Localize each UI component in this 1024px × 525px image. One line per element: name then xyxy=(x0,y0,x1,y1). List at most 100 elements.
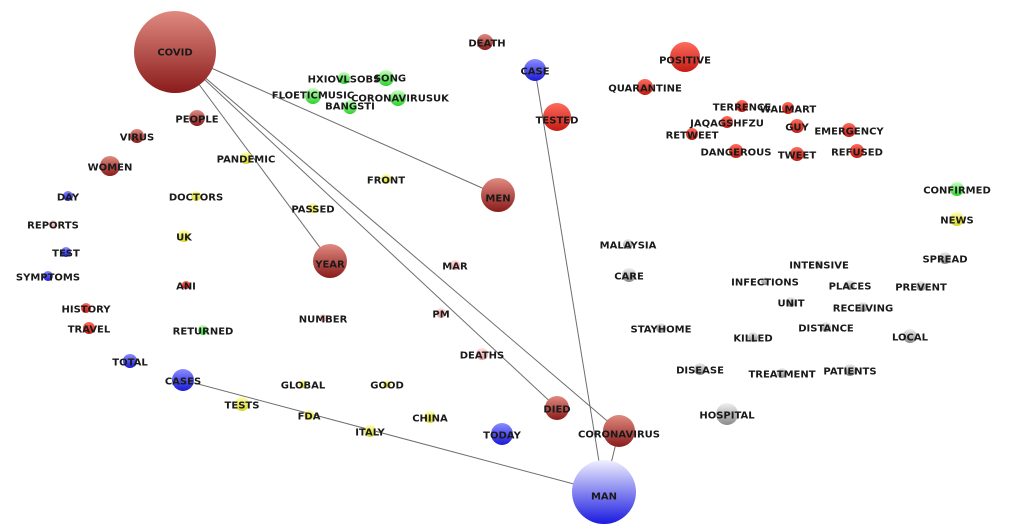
node-bangsti-label: BANGSTI xyxy=(325,102,375,113)
node-man-circle xyxy=(572,460,636,524)
node-passed-label: PASSED xyxy=(291,205,334,216)
node-global[interactable]: GLOBAL xyxy=(281,380,326,392)
node-test-label: TEST xyxy=(52,249,80,260)
node-deaths[interactable]: DEATHS xyxy=(460,348,505,362)
node-returned-circle xyxy=(198,325,208,335)
node-hxiovlsobs[interactable]: HXIOVLSOBS xyxy=(308,72,381,86)
node-returned[interactable]: RETURNED xyxy=(173,325,234,338)
node-travel[interactable]: TRAVEL xyxy=(68,322,111,336)
node-men-label: MEN xyxy=(485,194,510,205)
node-emergency[interactable]: EMERGENCY xyxy=(814,123,884,138)
node-stayhome-circle xyxy=(656,323,666,333)
node-positive[interactable]: POSITIVE xyxy=(659,42,711,72)
node-tested[interactable]: TESTED xyxy=(536,103,579,131)
node-news[interactable]: NEWS xyxy=(940,212,974,227)
node-covid[interactable]: COVID xyxy=(134,11,216,93)
node-infections-label: INFECTIONS xyxy=(731,278,799,289)
node-malaysia-label: MALAYSIA xyxy=(600,241,657,252)
node-treatment[interactable]: TREATMENT xyxy=(748,368,816,381)
node-pandemic-circle xyxy=(240,152,252,164)
node-walmart-label: WALMART xyxy=(760,105,817,116)
node-pandemic[interactable]: PANDEMIC xyxy=(217,152,276,166)
node-song-circle xyxy=(378,70,394,86)
node-jaqagshfzu[interactable]: JAQAGSHFZU xyxy=(689,116,764,130)
node-care[interactable]: CARE xyxy=(614,268,644,283)
node-killed-label: KILLED xyxy=(733,334,772,345)
node-malaysia[interactable]: MALAYSIA xyxy=(600,239,657,252)
node-good[interactable]: GOOD xyxy=(370,380,404,392)
node-man[interactable]: MAN xyxy=(572,460,636,524)
node-tweet[interactable]: TWEET xyxy=(778,147,817,162)
node-intensive-circle xyxy=(815,260,823,268)
node-today[interactable]: TODAY xyxy=(483,423,522,445)
node-case[interactable]: CASE xyxy=(520,59,550,81)
node-reports[interactable]: REPORTS xyxy=(27,220,79,232)
node-pm[interactable]: PM xyxy=(432,308,450,321)
node-disease[interactable]: DISEASE xyxy=(676,363,724,377)
node-distance[interactable]: DISTANCE xyxy=(798,322,854,335)
node-local[interactable]: LOCAL xyxy=(892,329,929,344)
node-walmart[interactable]: WALMART xyxy=(760,102,817,116)
node-symptoms-circle xyxy=(43,271,53,281)
node-mar[interactable]: MAR xyxy=(442,260,468,273)
node-virus[interactable]: VIRUS xyxy=(120,129,154,144)
node-hospital[interactable]: HOSPITAL xyxy=(699,403,755,425)
node-confirmed[interactable]: CONFIRMED xyxy=(923,182,991,197)
node-mar-circle xyxy=(450,260,460,270)
node-today-circle xyxy=(491,423,513,445)
node-intensive[interactable]: INTENSIVE xyxy=(789,260,849,272)
node-total[interactable]: TOTAL xyxy=(112,354,148,369)
node-receiving[interactable]: RECEIVING xyxy=(833,302,893,315)
node-refused[interactable]: REFUSED xyxy=(831,144,883,159)
node-died[interactable]: DIED xyxy=(543,396,571,420)
node-retweet[interactable]: RETWEET xyxy=(666,128,719,142)
node-spread[interactable]: SPREAD xyxy=(922,252,968,266)
node-test[interactable]: TEST xyxy=(52,247,80,260)
node-people[interactable]: PEOPLE xyxy=(175,110,219,126)
node-coronavirus[interactable]: CORONAVIRUS xyxy=(578,415,660,447)
node-men[interactable]: MEN xyxy=(481,178,515,212)
node-uk[interactable]: UK xyxy=(176,230,193,244)
node-ani[interactable]: ANI xyxy=(176,281,196,293)
node-year[interactable]: YEAR xyxy=(313,244,347,278)
node-retweet-label: RETWEET xyxy=(666,131,719,142)
node-places[interactable]: PLACES xyxy=(829,280,872,293)
node-walmart-circle xyxy=(782,102,794,114)
node-day[interactable]: DAY xyxy=(57,191,80,204)
node-infections[interactable]: INFECTIONS xyxy=(731,277,799,289)
node-retweet-circle xyxy=(686,128,698,140)
node-cases[interactable]: CASES xyxy=(165,369,201,391)
node-doctors[interactable]: DOCTORS xyxy=(169,191,223,204)
node-song[interactable]: SONG xyxy=(374,70,406,86)
node-floeticmusic[interactable]: FLOETICMUSIC xyxy=(272,88,354,104)
node-passed[interactable]: PASSED xyxy=(291,203,335,216)
node-places-label: PLACES xyxy=(829,282,872,293)
node-year-label: YEAR xyxy=(314,260,345,271)
node-killed[interactable]: KILLED xyxy=(733,332,773,345)
node-killed-circle xyxy=(748,332,758,342)
node-quarantine[interactable]: QUARANTINE xyxy=(608,79,682,95)
node-returned-label: RETURNED xyxy=(173,327,234,338)
node-patients[interactable]: PATIENTS xyxy=(823,364,877,378)
node-death[interactable]: DEATH xyxy=(468,34,506,50)
node-unit[interactable]: UNIT xyxy=(777,297,805,310)
node-china[interactable]: CHINA xyxy=(412,411,448,425)
node-coronavirusuk[interactable]: CORONAVIRUSUK xyxy=(351,90,450,106)
node-dangerous[interactable]: DANGEROUS xyxy=(701,144,772,159)
node-women[interactable]: WOMEN xyxy=(88,156,133,176)
node-history[interactable]: HISTORY xyxy=(61,303,111,316)
node-front[interactable]: FRONT xyxy=(367,174,405,187)
node-terrence[interactable]: TERRENCE xyxy=(713,100,772,114)
node-stayhome[interactable]: STAYHOME xyxy=(631,323,692,336)
node-italy[interactable]: ITALY xyxy=(355,425,386,439)
node-symptoms[interactable]: SYMPTOMS xyxy=(16,271,80,284)
node-guy[interactable]: GUY xyxy=(785,119,810,134)
edge-case-man xyxy=(534,69,605,493)
node-fda[interactable]: FDA xyxy=(298,410,321,423)
node-bangsti[interactable]: BANGSTI xyxy=(325,100,375,114)
node-prevent[interactable]: PREVENT xyxy=(895,281,947,294)
node-number[interactable]: NUMBER xyxy=(299,314,348,326)
node-tests[interactable]: TESTS xyxy=(225,397,260,412)
node-tweet-circle xyxy=(790,147,804,161)
node-symptoms-label: SYMPTOMS xyxy=(16,273,80,284)
